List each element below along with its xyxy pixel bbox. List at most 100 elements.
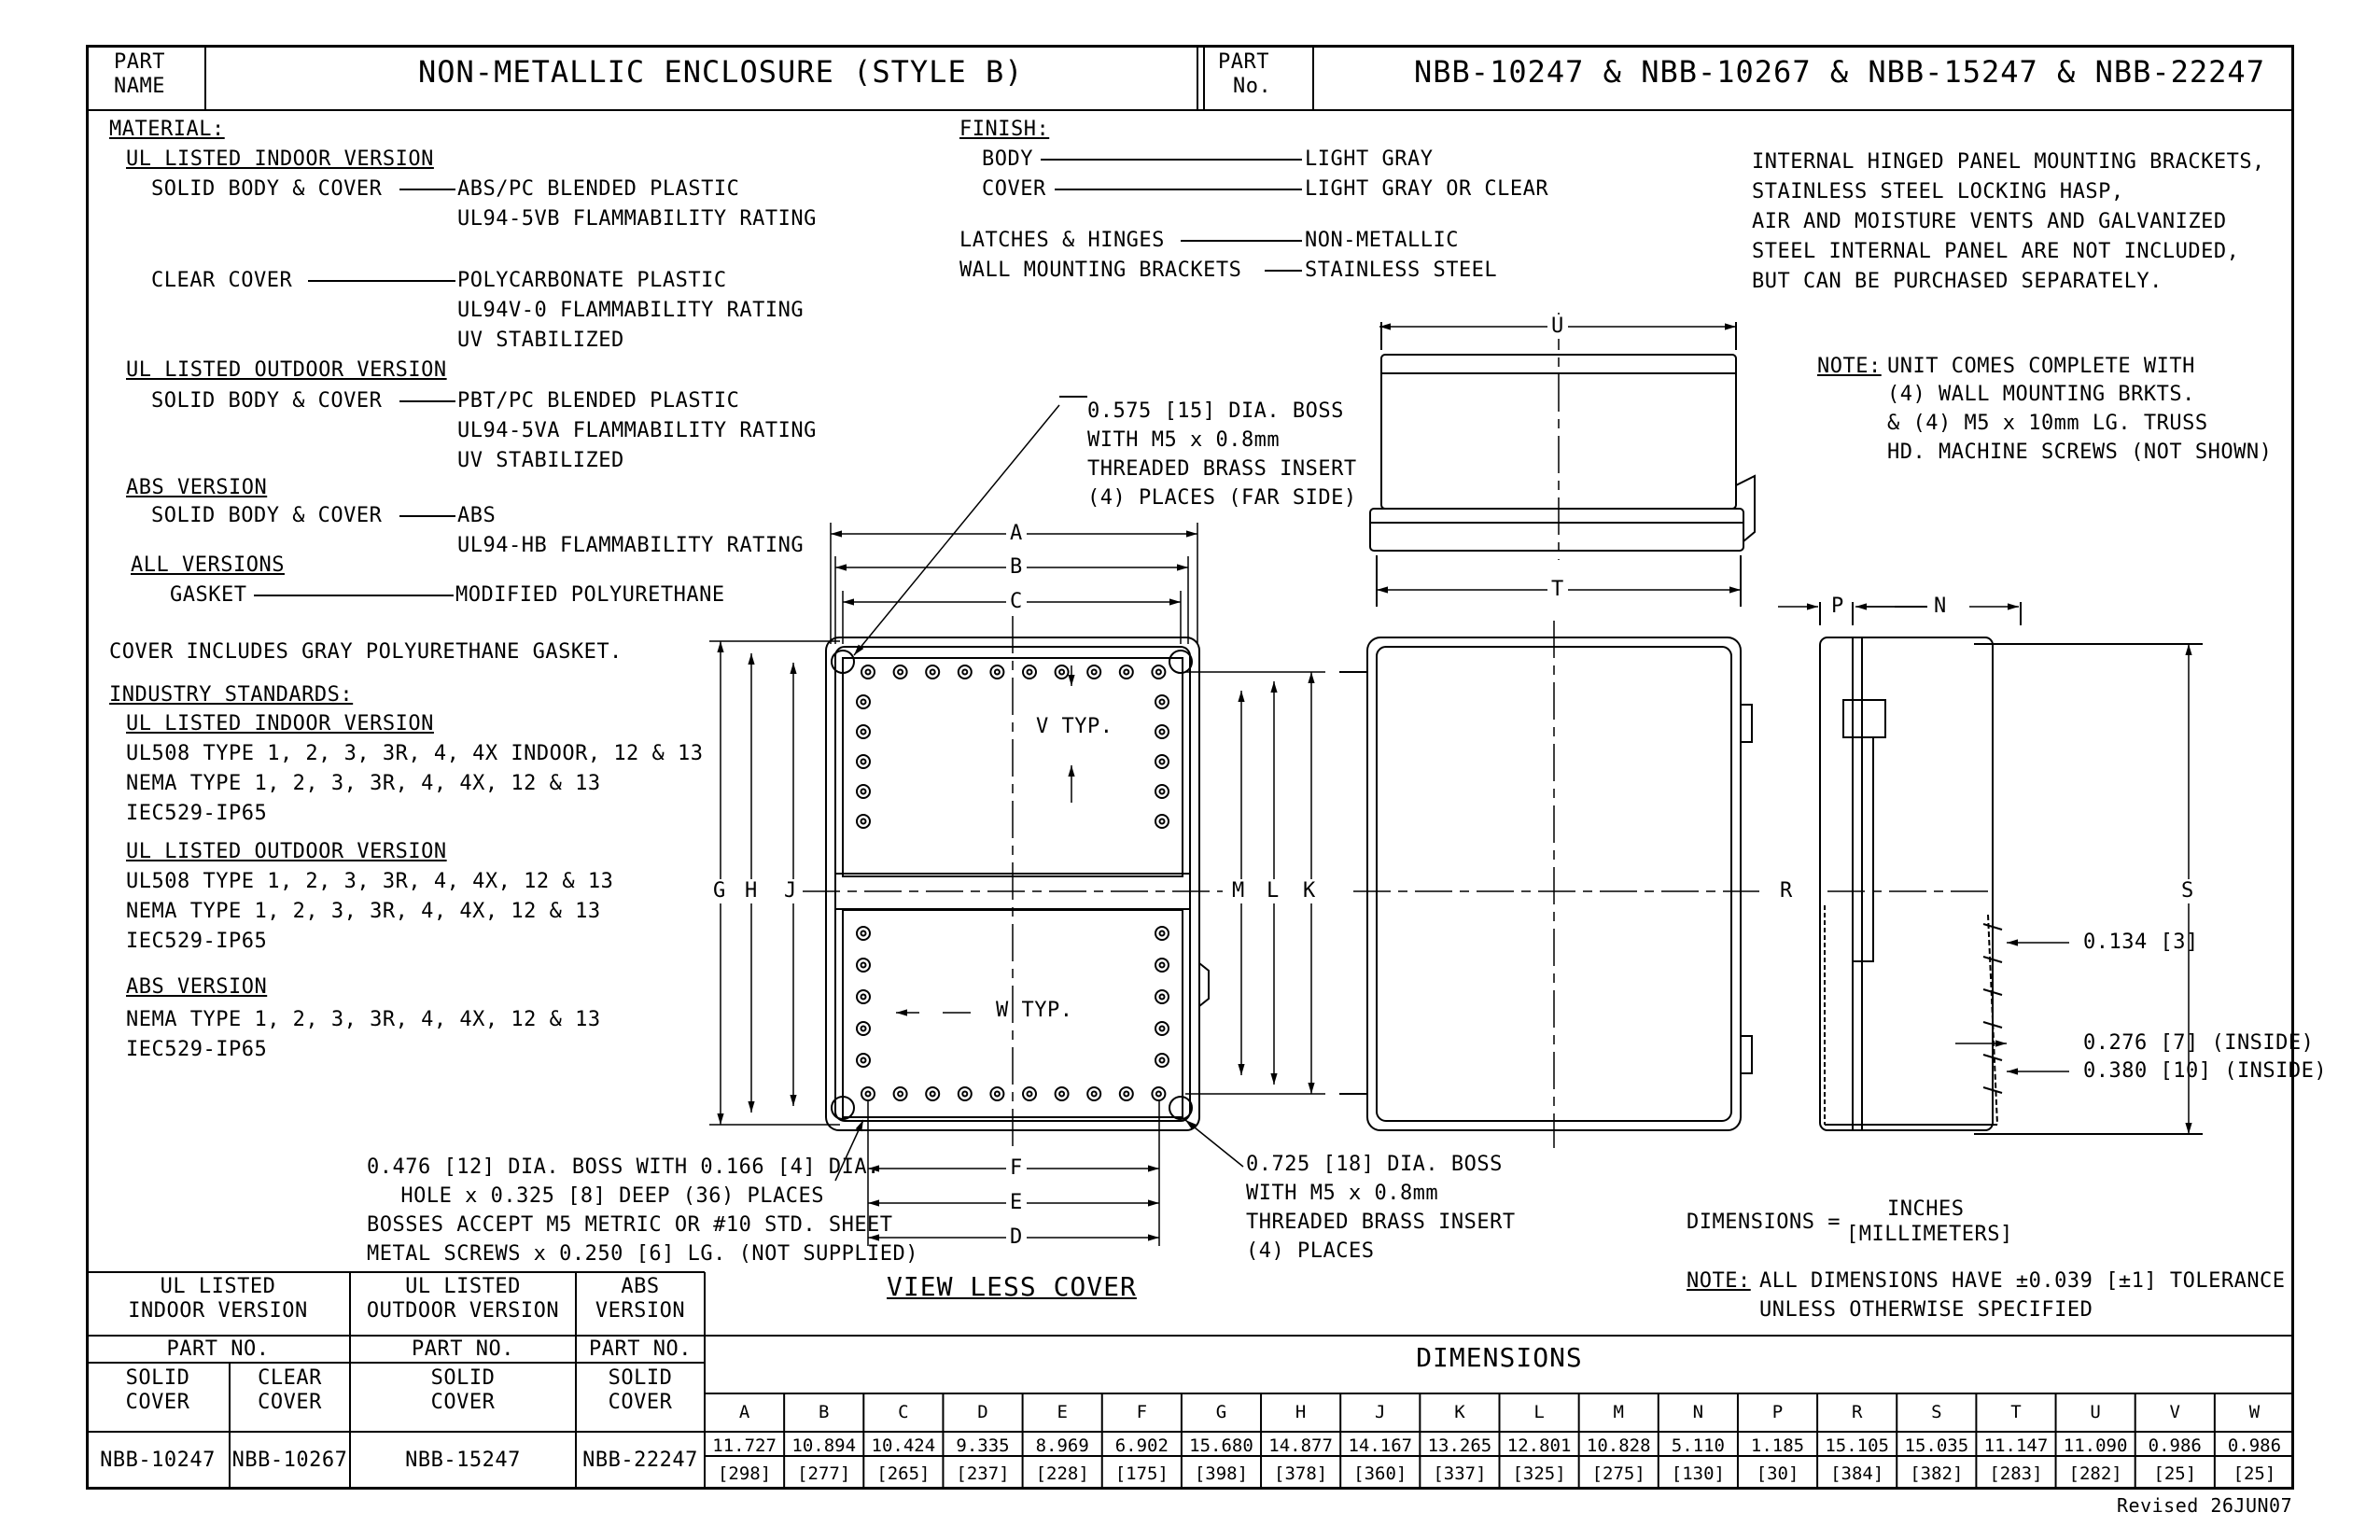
dim-col-header: P bbox=[1771, 1402, 1784, 1422]
part-no-outdoor: PART NO. bbox=[412, 1337, 514, 1361]
dim-r: R bbox=[1778, 879, 1795, 903]
dim-value-mm: [277] bbox=[797, 1463, 851, 1484]
dim-col-header: A bbox=[738, 1402, 750, 1422]
dim-value-mm: [282] bbox=[2068, 1463, 2122, 1484]
tolerance-label: NOTE: bbox=[1687, 1269, 1751, 1293]
dim-s: S bbox=[2179, 879, 2196, 903]
abs-heading: ABS VERSION bbox=[126, 476, 268, 499]
std-indoor-1: UL508 TYPE 1, 2, 3, 3R, 4, 4X INDOOR, 12… bbox=[126, 742, 704, 765]
leader-line bbox=[399, 189, 455, 190]
dim-value-inches: 14.877 bbox=[1268, 1435, 1333, 1456]
dim-value-mm: [283] bbox=[1989, 1463, 2043, 1484]
dim-col-header: T bbox=[2010, 1402, 2022, 1422]
std-abs-1: NEMA TYPE 1, 2, 3, 3R, 4, 4X, 12 & 13 bbox=[126, 1008, 601, 1031]
dim-c: C bbox=[1006, 590, 1027, 614]
dim-m: M bbox=[1230, 879, 1247, 903]
dim-col-header: K bbox=[1454, 1402, 1465, 1422]
std-indoor-heading: UL LISTED INDOOR VERSION bbox=[126, 712, 434, 735]
dim-col-header: B bbox=[818, 1402, 830, 1422]
dim-value-mm: [228] bbox=[1035, 1463, 1089, 1484]
dim-value-inches: 6.902 bbox=[1114, 1435, 1169, 1456]
dim-value-inches: 11.090 bbox=[2063, 1435, 2128, 1456]
std-abs-2: IEC529-IP65 bbox=[126, 1038, 268, 1061]
std-outdoor-3: IEC529-IP65 bbox=[126, 930, 268, 953]
dim-value-inches: 15.105 bbox=[1825, 1435, 1889, 1456]
dim-value-mm: [382] bbox=[1910, 1463, 1964, 1484]
dim-u: U bbox=[1547, 315, 1568, 339]
dim-value-mm: [337] bbox=[1433, 1463, 1487, 1484]
small-boss-callout: 0.476 [12] DIA. BOSS WITH 0.166 [4] DIA.… bbox=[367, 1155, 919, 1266]
brackets-value: STAINLESS STEEL bbox=[1305, 259, 1498, 282]
dim-value-inches: 10.424 bbox=[871, 1435, 936, 1456]
dim-g: G bbox=[711, 879, 728, 903]
view-less-cover-label: VIEW LESS COVER bbox=[887, 1271, 1137, 1302]
dim-k: K bbox=[1301, 879, 1318, 903]
dim-value-inches: 9.335 bbox=[956, 1435, 1010, 1456]
dim-b: B bbox=[1006, 555, 1027, 580]
dim-d: D bbox=[1006, 1225, 1027, 1250]
dim-value-mm: [325] bbox=[1512, 1463, 1566, 1484]
dim-value-inches: 0.986 bbox=[2227, 1435, 2282, 1456]
top-boss-callout: 0.575 [15] DIA. BOSS WITH M5 x 0.8mm THR… bbox=[1087, 399, 1357, 510]
part-number-cell: NBB-15247 bbox=[405, 1449, 521, 1472]
dim-col-header: G bbox=[1215, 1402, 1227, 1422]
dim-value-inches: 1.185 bbox=[1750, 1435, 1805, 1456]
dim-a: A bbox=[1006, 522, 1027, 546]
dim-value-mm: [237] bbox=[956, 1463, 1010, 1484]
leader-line bbox=[1181, 240, 1302, 242]
tolerance-2: UNLESS OTHERWISE SPECIFIED bbox=[1759, 1298, 2093, 1322]
leader-line bbox=[399, 400, 455, 402]
tolerance-1: ALL DIMENSIONS HAVE ±0.039 [±1] TOLERANC… bbox=[1759, 1269, 2286, 1293]
dim-col-header: J bbox=[1375, 1402, 1386, 1422]
dim-value-inches: 12.801 bbox=[1506, 1435, 1572, 1456]
dim-col-header: N bbox=[1692, 1402, 1704, 1422]
cover-note: COVER INCLUDES GRAY POLYURETHANE GASKET. bbox=[109, 640, 623, 664]
material-heading: MATERIAL: bbox=[109, 118, 225, 141]
unit-note-label: NOTE: bbox=[1817, 355, 1882, 378]
finish-heading: FINISH: bbox=[959, 118, 1050, 141]
dim-value-inches: 13.265 bbox=[1427, 1435, 1492, 1456]
dim-value-inches: 14.167 bbox=[1348, 1435, 1413, 1456]
outdoor-body-value-3: UV STABILIZED bbox=[457, 449, 624, 472]
abs-body-value-2: UL94-HB FLAMMABILITY RATING bbox=[457, 534, 805, 557]
part-number-cell: NBB-10247 bbox=[100, 1449, 216, 1472]
abs-body-label: SOLID BODY & COVER bbox=[151, 504, 383, 527]
dim-col-header: C bbox=[898, 1402, 909, 1422]
std-outdoor-heading: UL LISTED OUTDOOR VERSION bbox=[126, 840, 447, 863]
dim-l: L bbox=[1265, 879, 1281, 903]
corner-boss-callout: 0.725 [18] DIA. BOSS WITH M5 x 0.8mm THR… bbox=[1246, 1153, 1516, 1263]
part-name-value: NON-METALLIC ENCLOSURE (STYLE B) bbox=[418, 54, 1024, 90]
std-outdoor-1: UL508 TYPE 1, 2, 3, 3R, 4, 4X, 12 & 13 bbox=[126, 870, 614, 893]
gasket-value: MODIFIED POLYURETHANE bbox=[455, 583, 725, 607]
part-no-value: NBB-10247 & NBB-10267 & NBB-15247 & NBB-… bbox=[1414, 54, 2265, 90]
outdoor-heading: UL LISTED OUTDOOR VERSION bbox=[126, 358, 447, 382]
latches-value: NON-METALLIC bbox=[1305, 229, 1459, 252]
dim-value-mm: [275] bbox=[1591, 1463, 1645, 1484]
dim-value-inches: 15.035 bbox=[1904, 1435, 1969, 1456]
clear-cover-label: CLEAR COVER bbox=[151, 269, 293, 292]
dim-value-mm: [360] bbox=[1353, 1463, 1407, 1484]
dim-col-header: R bbox=[1851, 1402, 1863, 1422]
dim-value-mm: [298] bbox=[717, 1463, 772, 1484]
units-top: INCHES bbox=[1887, 1197, 1965, 1221]
unit-note-3: & (4) M5 x 10mm LG. TRUSS bbox=[1887, 412, 2208, 435]
clear-cover-value-3: UV STABILIZED bbox=[457, 329, 624, 352]
wall-7-label: 0.276 [7] (INSIDE) bbox=[2083, 1031, 2315, 1055]
dim-value-inches: 5.110 bbox=[1671, 1435, 1725, 1456]
leader-line bbox=[308, 280, 455, 282]
units-label: DIMENSIONS = bbox=[1687, 1211, 1841, 1234]
dim-value-mm: [384] bbox=[1830, 1463, 1884, 1484]
dim-value-mm: [30] bbox=[1756, 1463, 1799, 1484]
w-typ-label: W TYP. bbox=[996, 999, 1073, 1022]
v-typ-label: V TYP. bbox=[1036, 715, 1113, 738]
clear-cover-value-2: UL94V-0 FLAMMABILITY RATING bbox=[457, 299, 805, 322]
standards-heading: INDUSTRY STANDARDS: bbox=[109, 683, 354, 707]
dim-value-inches: 15.680 bbox=[1189, 1435, 1253, 1456]
finish-body-value: LIGHT GRAY bbox=[1305, 147, 1434, 171]
